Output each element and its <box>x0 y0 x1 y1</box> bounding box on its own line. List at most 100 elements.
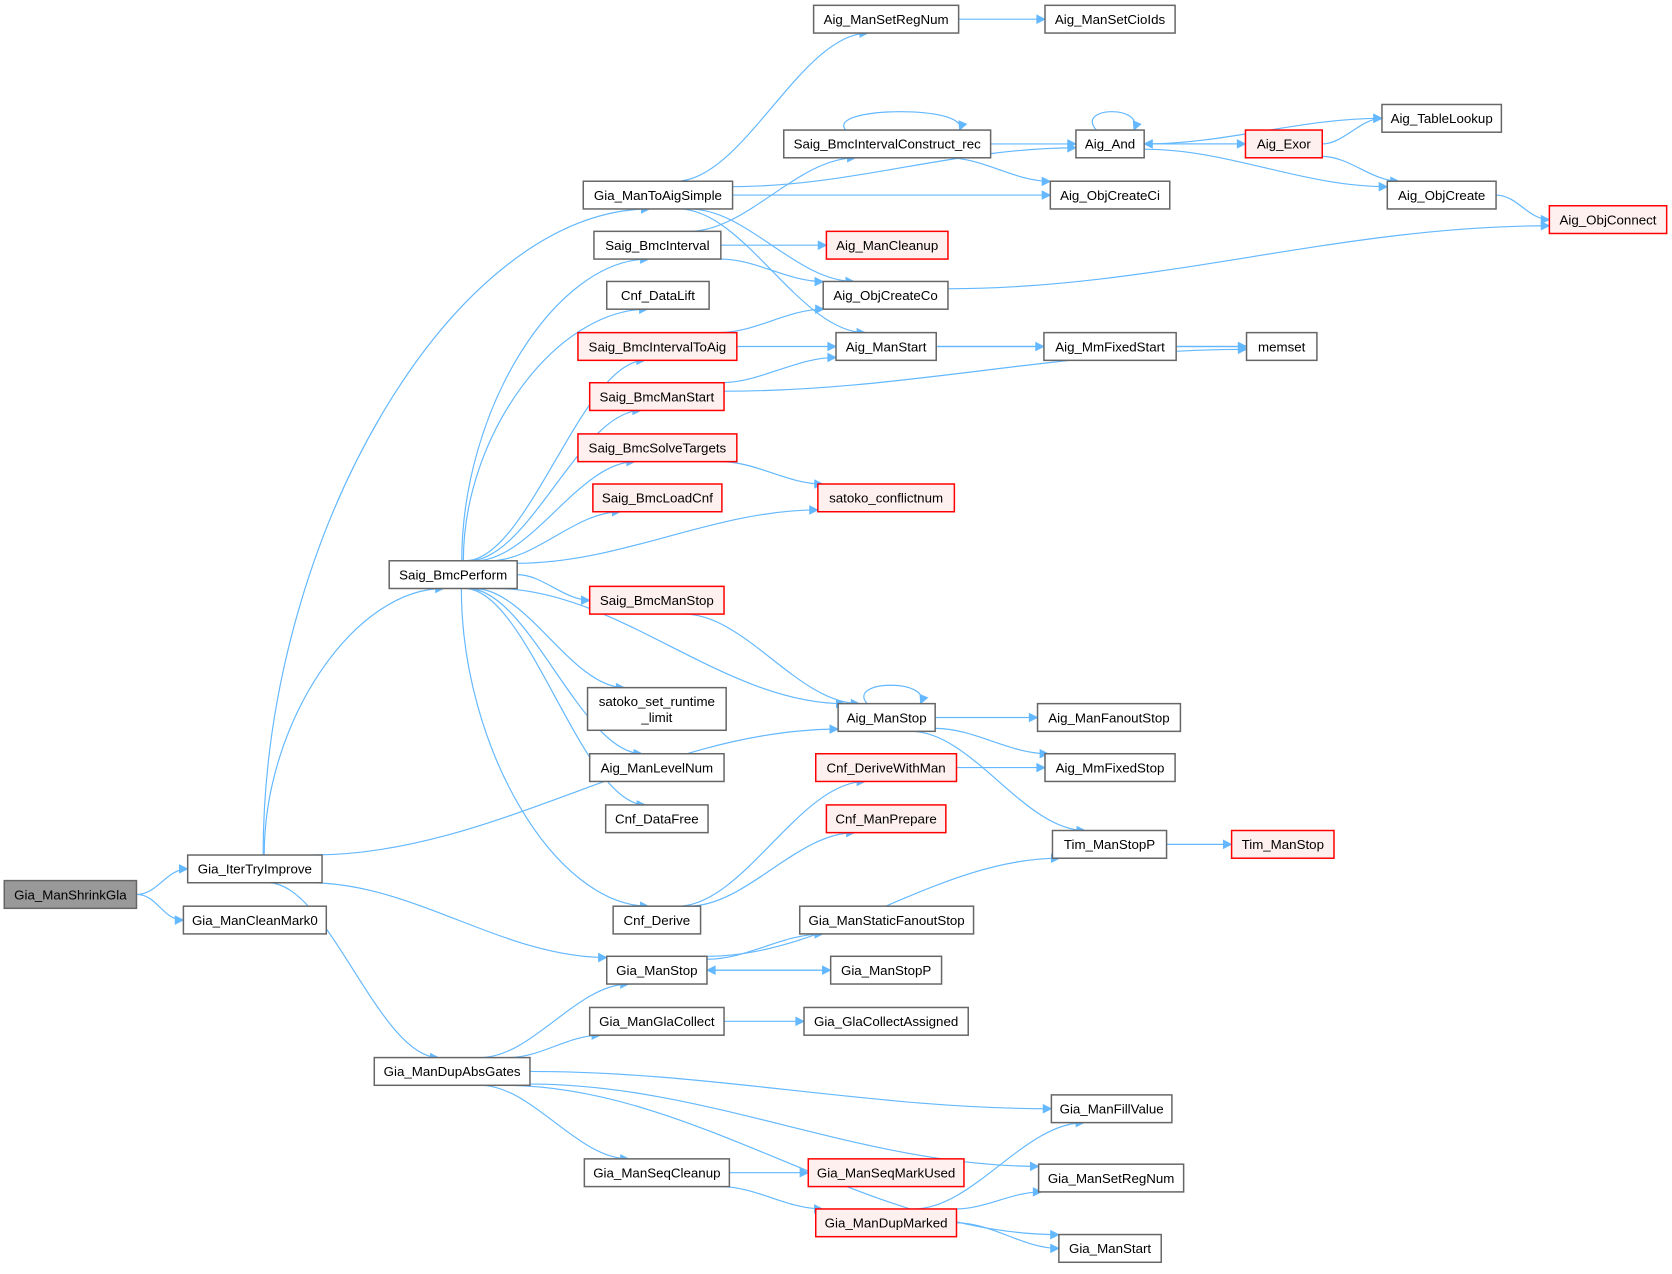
node-Aig_MmFixedStart[interactable]: Aig_MmFixedStart <box>1043 331 1177 362</box>
node-box[interactable] <box>577 433 738 463</box>
node-Cnf_ManPrepare[interactable]: Cnf_ManPrepare <box>825 804 947 834</box>
node-box[interactable] <box>583 1158 731 1188</box>
node-Saig_BmcIntervalConstruct_rec[interactable]: Saig_BmcIntervalConstruct_rec <box>783 129 992 159</box>
node-box[interactable] <box>388 560 518 590</box>
node-Aig_ManSetRegNum[interactable]: Aig_ManSetRegNum <box>812 4 960 34</box>
node-Aig_ObjCreateCi[interactable]: Aig_ObjCreateCi <box>1049 180 1171 210</box>
node-Tim_ManStop[interactable]: Tim_ManStop <box>1230 829 1335 859</box>
node-box[interactable] <box>1051 829 1168 859</box>
node-box[interactable] <box>373 1056 531 1087</box>
node-Gia_ManStop[interactable]: Gia_ManStop <box>605 955 708 985</box>
node-box[interactable] <box>588 752 725 783</box>
node-Saig_BmcIntervalToAig[interactable]: Saig_BmcIntervalToAig <box>577 331 738 362</box>
node-box[interactable] <box>1386 180 1497 210</box>
node-Gia_ManStart[interactable]: Gia_ManStart <box>1058 1233 1162 1264</box>
node-box[interactable] <box>1548 205 1668 235</box>
node-box[interactable] <box>814 752 958 783</box>
node-Saig_BmcInterval[interactable]: Saig_BmcInterval <box>593 230 722 260</box>
node-Saig_BmcPerform[interactable]: Saig_BmcPerform <box>388 560 518 590</box>
node-Cnf_DataLift[interactable]: Cnf_DataLift <box>605 280 710 310</box>
node-box[interactable] <box>1230 829 1335 859</box>
node-Aig_MmFixedStop[interactable]: Aig_MmFixedStop <box>1044 752 1176 783</box>
node-Gia_ManGlaCollect[interactable]: Gia_ManGlaCollect <box>588 1006 725 1036</box>
node-Gia_ManSeqCleanup[interactable]: Gia_ManSeqCleanup <box>583 1158 731 1188</box>
node-Tim_ManStopP[interactable]: Tim_ManStopP <box>1051 829 1168 859</box>
node-Gia_ManShrinkGla[interactable]: Gia_ManShrinkGla <box>3 879 138 910</box>
node-box[interactable] <box>605 955 708 985</box>
node-box[interactable] <box>822 280 949 310</box>
node-box[interactable] <box>835 331 937 362</box>
node-box[interactable] <box>582 180 734 210</box>
node-Cnf_DeriveWithMan[interactable]: Cnf_DeriveWithMan <box>814 752 958 783</box>
node-box[interactable] <box>612 905 702 935</box>
node-satoko_set_runtime_limit[interactable]: satoko_set_runtime_limit <box>586 686 727 732</box>
node-Saig_BmcManStart[interactable]: Saig_BmcManStart <box>588 381 725 412</box>
node-Aig_ManStart[interactable]: Aig_ManStart <box>835 331 937 362</box>
node-box[interactable] <box>1050 1094 1173 1124</box>
node-Aig_ObjConnect[interactable]: Aig_ObjConnect <box>1548 205 1668 235</box>
node-box[interactable] <box>593 230 722 260</box>
node-box[interactable] <box>1043 331 1177 362</box>
node-box[interactable] <box>829 955 943 985</box>
node-Aig_ManCleanup[interactable]: Aig_ManCleanup <box>825 230 949 260</box>
node-box[interactable] <box>588 1006 725 1036</box>
node-box[interactable] <box>825 804 947 834</box>
node-box[interactable] <box>186 854 323 884</box>
node-box[interactable] <box>817 483 956 513</box>
node-memset[interactable]: memset <box>1245 331 1318 362</box>
node-Saig_BmcSolveTargets[interactable]: Saig_BmcSolveTargets <box>577 433 738 463</box>
node-box[interactable] <box>592 483 723 513</box>
node-Cnf_DataFree[interactable]: Cnf_DataFree <box>604 804 709 834</box>
node-Gia_ManSeqMarkUsed[interactable]: Gia_ManSeqMarkUsed <box>807 1158 965 1188</box>
node-Gia_ManStopP[interactable]: Gia_ManStopP <box>829 955 943 985</box>
node-Aig_ObjCreateCo[interactable]: Aig_ObjCreateCo <box>822 280 949 310</box>
node-box[interactable] <box>1044 4 1176 34</box>
node-box[interactable] <box>803 1006 969 1036</box>
node-Aig_And[interactable]: Aig_And <box>1075 129 1145 159</box>
node-box[interactable] <box>1058 1233 1162 1264</box>
node-Gia_ManDupAbsGates[interactable]: Gia_ManDupAbsGates <box>373 1056 531 1087</box>
node-Gia_ManStaticFanoutStop[interactable]: Gia_ManStaticFanoutStop <box>798 905 975 935</box>
node-Saig_BmcManStop[interactable]: Saig_BmcManStop <box>588 585 725 615</box>
node-Aig_ManFanoutStop[interactable]: Aig_ManFanoutStop <box>1036 702 1182 733</box>
node-Gia_ManCleanMark0[interactable]: Gia_ManCleanMark0 <box>182 905 328 935</box>
node-box[interactable] <box>825 230 949 260</box>
node-box[interactable] <box>577 331 738 362</box>
node-Gia_ManSetRegNum[interactable]: Gia_ManSetRegNum <box>1037 1163 1185 1193</box>
node-satoko_conflictnum[interactable]: satoko_conflictnum <box>817 483 956 513</box>
node-box[interactable] <box>1036 702 1182 733</box>
node-box[interactable] <box>588 585 725 615</box>
node-Saig_BmcLoadCnf[interactable]: Saig_BmcLoadCnf <box>592 483 723 513</box>
node-box[interactable] <box>798 905 975 935</box>
node-Gia_ManFillValue[interactable]: Gia_ManFillValue <box>1050 1094 1173 1124</box>
node-box[interactable] <box>1037 1163 1185 1193</box>
node-box[interactable] <box>588 381 725 412</box>
node-box[interactable] <box>182 905 328 935</box>
node-Aig_TableLookup[interactable]: Aig_TableLookup <box>1381 103 1503 133</box>
node-box[interactable] <box>605 280 710 310</box>
node-Aig_ManSetCioIds[interactable]: Aig_ManSetCioIds <box>1044 4 1176 34</box>
node-box[interactable] <box>783 129 992 159</box>
node-box[interactable] <box>1044 752 1176 783</box>
node-box[interactable] <box>604 804 709 834</box>
node-box[interactable] <box>812 4 960 34</box>
node-Aig_ManStop[interactable]: Aig_ManStop <box>837 702 936 733</box>
node-Aig_Exor[interactable]: Aig_Exor <box>1244 129 1323 159</box>
node-Gia_GlaCollectAssigned[interactable]: Gia_GlaCollectAssigned <box>803 1006 969 1036</box>
node-box[interactable] <box>3 879 138 910</box>
node-box[interactable] <box>1075 129 1145 159</box>
node-box[interactable] <box>1381 103 1503 133</box>
node-box[interactable] <box>814 1208 958 1238</box>
node-Gia_ManDupMarked[interactable]: Gia_ManDupMarked <box>814 1208 958 1238</box>
node-box[interactable] <box>807 1158 965 1188</box>
node-Aig_ObjCreate[interactable]: Aig_ObjCreate <box>1386 180 1497 210</box>
node-Gia_ManToAigSimple[interactable]: Gia_ManToAigSimple <box>582 180 734 210</box>
node-box[interactable] <box>586 686 727 732</box>
node-Cnf_Derive[interactable]: Cnf_Derive <box>612 905 702 935</box>
node-Gia_IterTryImprove[interactable]: Gia_IterTryImprove <box>186 854 323 884</box>
node-box[interactable] <box>1244 129 1323 159</box>
node-box[interactable] <box>837 702 936 733</box>
node-box[interactable] <box>1245 331 1318 362</box>
node-box[interactable] <box>1049 180 1171 210</box>
node-Aig_ManLevelNum[interactable]: Aig_ManLevelNum <box>588 752 725 783</box>
